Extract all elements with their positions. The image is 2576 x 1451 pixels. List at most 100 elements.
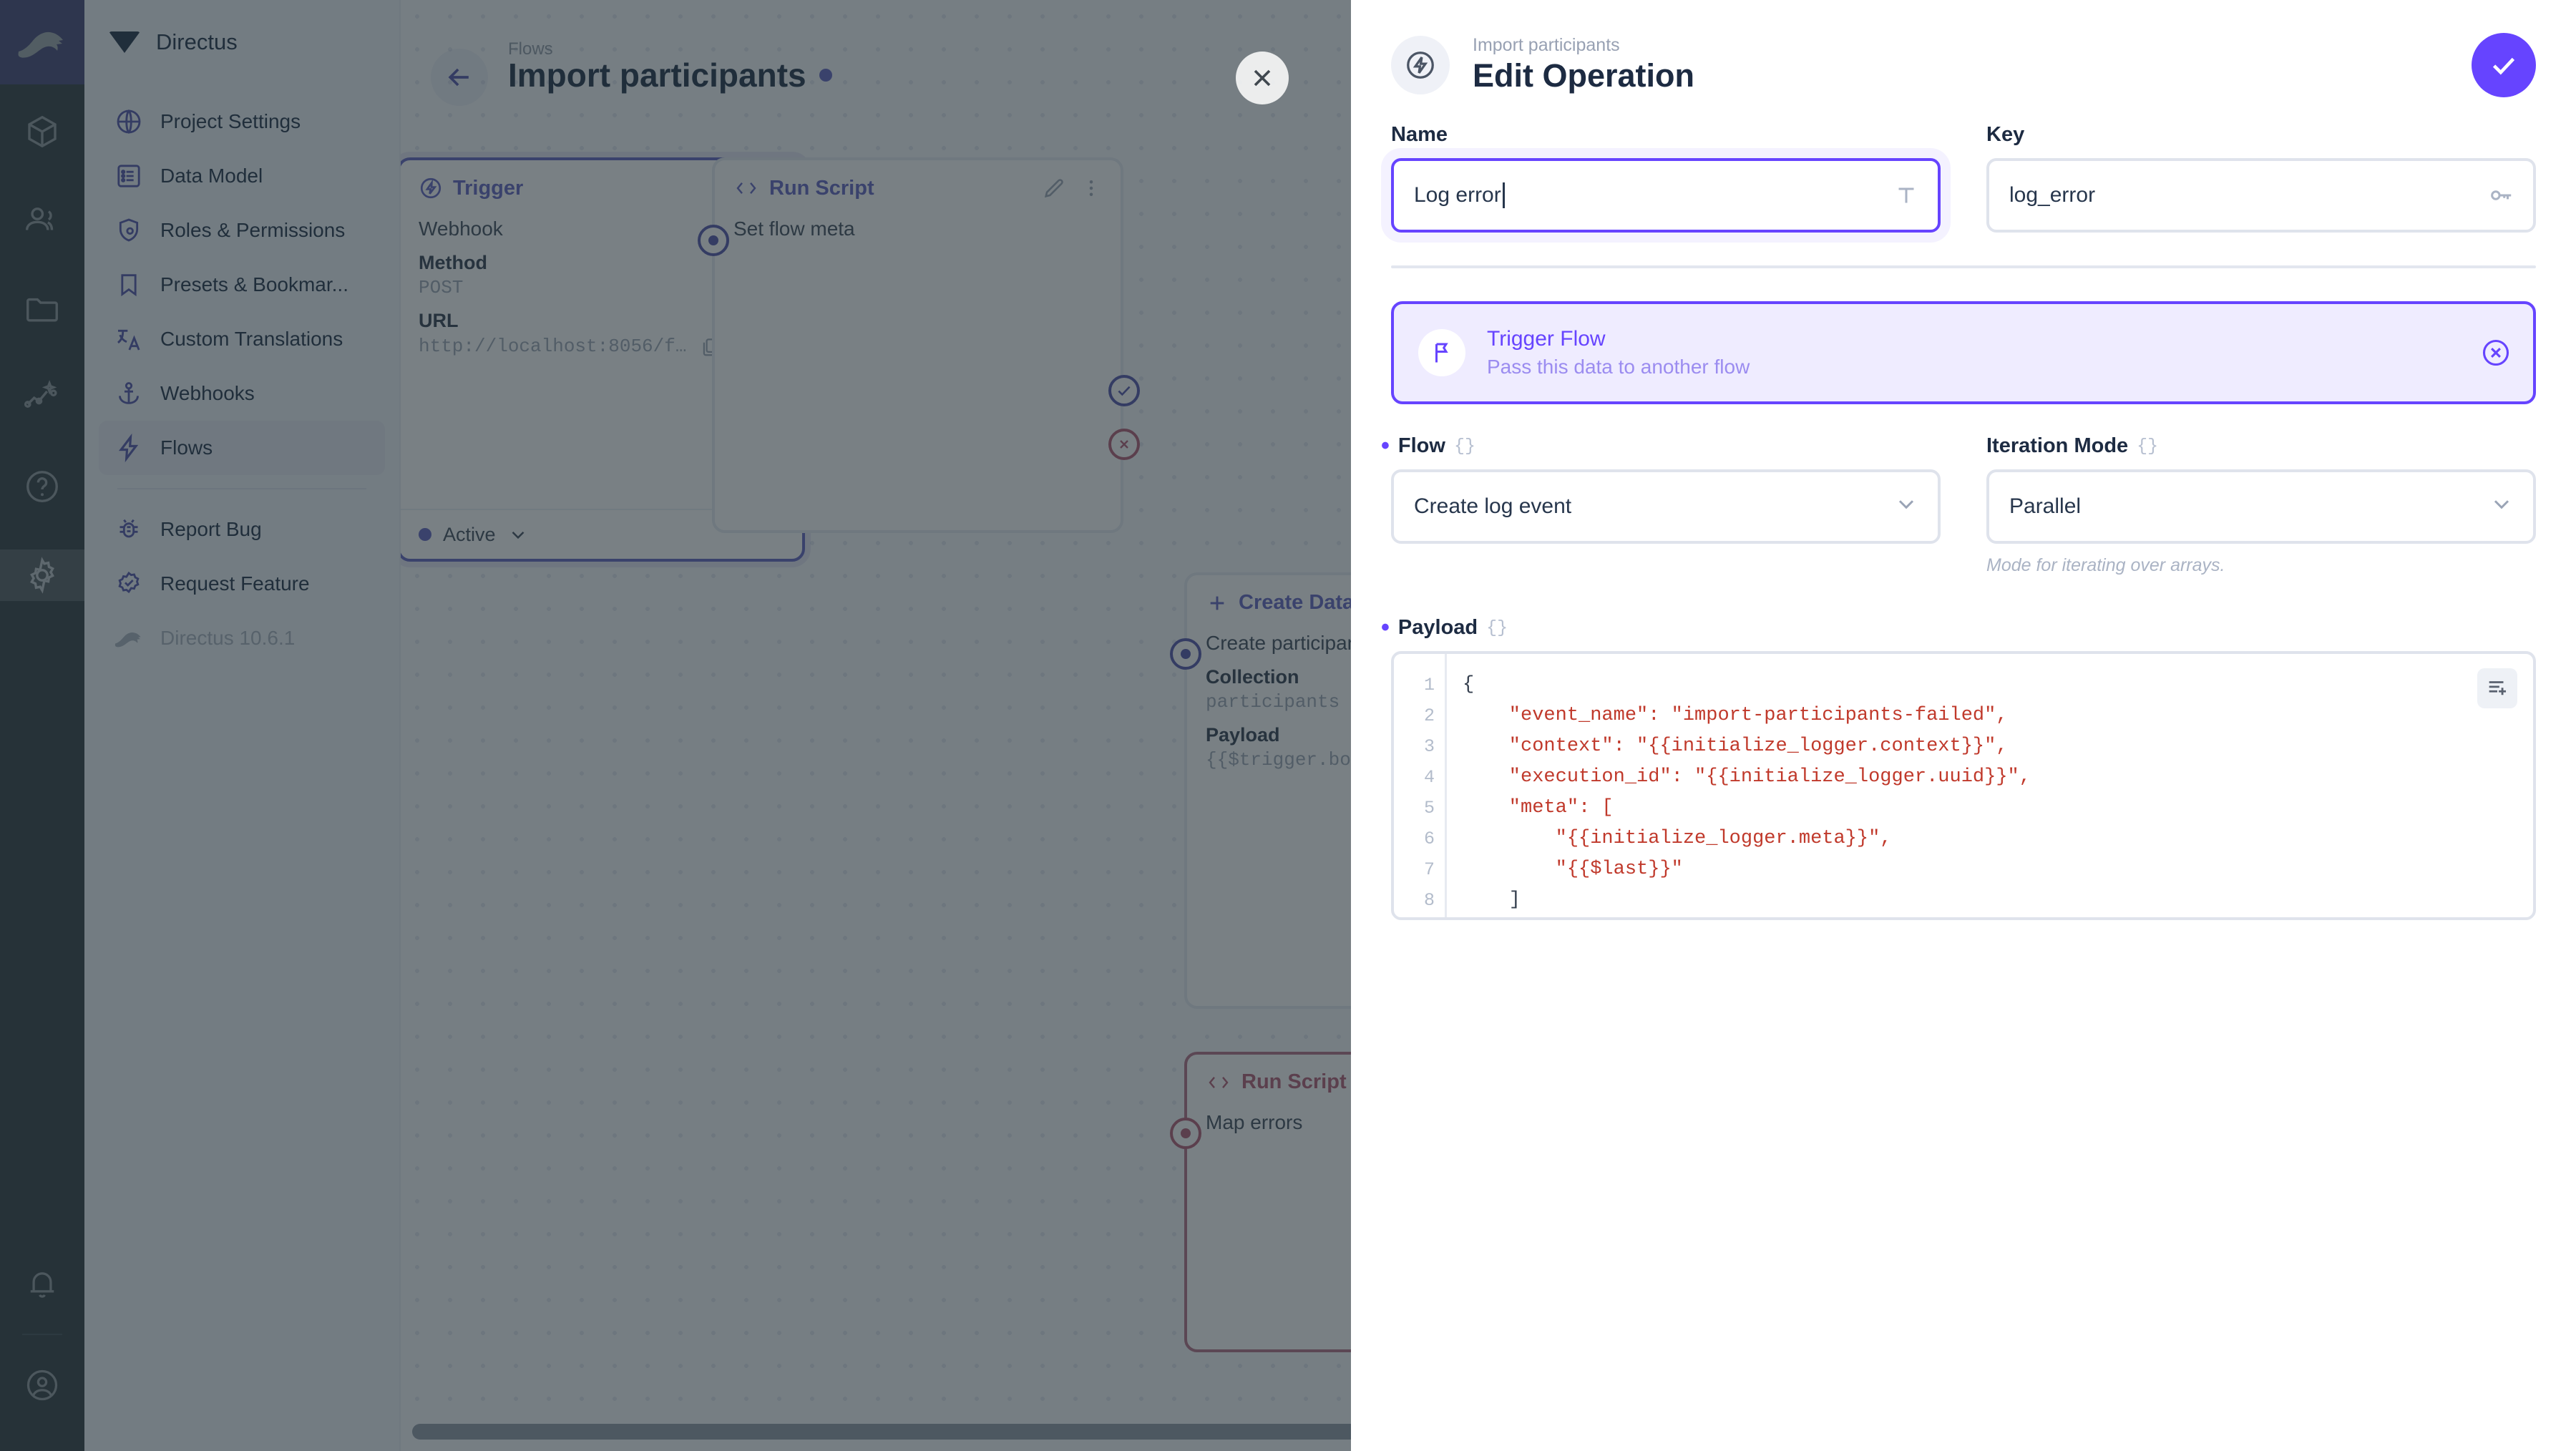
name-field-label: Name: [1391, 123, 1941, 147]
drawer-breadcrumb: Import participants: [1473, 34, 1620, 55]
badge-check-icon: [113, 568, 145, 600]
node-field-value: http://localhost:8056/f…: [419, 336, 687, 357]
iteration-mode-field-label: Iteration Mode {}: [1986, 434, 2536, 458]
edit-operation-drawer: Import participants Edit Operation Name …: [1351, 0, 2576, 1451]
node-input-port[interactable]: [1170, 1118, 1201, 1149]
name-input-value: Log error: [1414, 183, 1501, 207]
sidebar-item-roles-permissions[interactable]: Roles & Permissions: [99, 203, 385, 258]
node-type-label: Trigger: [419, 176, 523, 200]
node-input-port[interactable]: [698, 225, 729, 256]
node-type-label: Run Script: [733, 177, 874, 200]
flow-select-value: Create log event: [1414, 494, 1572, 518]
code-line: "context": "{{initialize_logger.context}…: [1463, 736, 2008, 757]
bolt-circle-icon: [1391, 36, 1450, 94]
sidebar-item-label: Report Bug: [160, 518, 262, 540]
code-line: {: [1463, 674, 1475, 695]
node-output-port-success[interactable]: [1108, 375, 1140, 406]
sidebar-item-label: Project Settings: [160, 110, 301, 132]
rail-item-file-library[interactable]: [0, 283, 84, 335]
required-marker: •: [1381, 614, 1390, 642]
sidebar-brand-label: Directus: [156, 29, 238, 54]
code-line: "meta": [: [1463, 797, 1614, 819]
status-label: Active: [443, 523, 496, 545]
iteration-mode-label-text: Iteration Mode: [1986, 434, 2129, 457]
code-brackets-icon: [1209, 1076, 1229, 1088]
rail-item-content[interactable]: [0, 106, 84, 157]
sidebar-item-webhooks[interactable]: Webhooks: [99, 366, 385, 421]
code-line: "{{$last}}": [1463, 859, 1683, 880]
code-text-area[interactable]: { "event_name": "import-participants-fai…: [1447, 654, 2533, 917]
node-run-script-set-flow-meta[interactable]: Run Script Set flow meta: [698, 157, 1140, 533]
node-subtitle: Set flow meta: [733, 218, 855, 240]
bolt-icon: [113, 432, 145, 464]
iteration-mode-select[interactable]: Parallel: [1986, 469, 2536, 544]
bolt-circle-icon: [420, 177, 441, 199]
rail-item-help[interactable]: [0, 461, 84, 512]
directus-wedge-logo: [109, 31, 140, 53]
sidebar-item-flows[interactable]: Flows: [99, 421, 385, 475]
text-caret: [1502, 182, 1505, 208]
rail-item-settings[interactable]: [0, 549, 84, 601]
flow-select[interactable]: Create log event: [1391, 469, 1941, 544]
node-type-text: Create Data: [1239, 591, 1355, 614]
code-line: }: [1463, 916, 2533, 917]
rail-bottom-group: [0, 1258, 84, 1451]
braces-icon: {}: [2137, 436, 2159, 456]
name-input[interactable]: Log error: [1391, 158, 1941, 233]
save-button[interactable]: [2472, 33, 2536, 97]
code-line-numbers: 1 2 3 4 5 6 7 8 9: [1394, 654, 1447, 917]
sidebar-item-label: Custom Translations: [160, 328, 343, 350]
sidebar-item-custom-translations[interactable]: Custom Translations: [99, 312, 385, 366]
payload-field-label: • Payload {}: [1381, 615, 2536, 640]
rail-divider: [22, 1334, 62, 1335]
sidebar-divider: [117, 488, 366, 489]
required-marker: •: [1381, 432, 1390, 460]
settings-sidebar: Directus Project Settings Data Model Rol…: [84, 0, 401, 1451]
code-line: "{{initialize_logger.meta}}",: [1463, 828, 1892, 849]
anchor-icon: [113, 378, 145, 409]
page-title: Edit Operation: [1473, 57, 1695, 94]
chevron-down-icon: [2489, 491, 2514, 522]
arrow-left-icon[interactable]: [431, 49, 488, 106]
sidebar-item-report-bug[interactable]: Report Bug: [99, 502, 385, 557]
plus-icon: [1210, 596, 1224, 610]
directus-rabbit-icon: [113, 622, 145, 654]
bell-icon[interactable]: [0, 1258, 84, 1309]
sidebar-item-project-settings[interactable]: Project Settings: [99, 94, 385, 149]
node-output-port-error[interactable]: [1108, 429, 1140, 460]
format-insert-lines-icon[interactable]: [2477, 668, 2517, 708]
directus-rabbit-logo[interactable]: [0, 0, 84, 84]
rail-item-user-directory[interactable]: [0, 195, 84, 246]
field-payload: • Payload {} 1 2 3 4 5 6 7: [1381, 615, 2536, 920]
close-drawer-button[interactable]: [1236, 52, 1289, 104]
account-circle-icon[interactable]: [0, 1359, 84, 1411]
banner-subtitle: Pass this data to another flow: [1487, 356, 1750, 378]
sidebar-item-label: Webhooks: [160, 382, 255, 404]
rail-item-insights[interactable]: [0, 372, 84, 424]
canvas-horizontal-scrollbar[interactable]: [412, 1424, 1364, 1440]
code-brackets-icon: [736, 182, 756, 194]
sidebar-item-presets-bookmarks[interactable]: Presets & Bookmar...: [99, 258, 385, 312]
field-key: Key log_error: [1986, 123, 2536, 233]
node-actions[interactable]: [1042, 176, 1102, 200]
pencil-icon: [1044, 179, 1063, 198]
payload-code-editor[interactable]: 1 2 3 4 5 6 7 8 9 { "event_nam: [1391, 651, 2536, 920]
bookmark-icon: [113, 269, 145, 301]
node-body: Set flow meta: [715, 200, 1121, 240]
iteration-mode-select-value: Parallel: [2009, 494, 2082, 518]
drawer-title-block: Import participants Edit Operation: [1473, 34, 2449, 96]
key-input[interactable]: log_error: [1986, 158, 2536, 233]
sidebar-item-request-feature[interactable]: Request Feature: [99, 557, 385, 611]
translate-icon: [113, 323, 145, 355]
node-input-port[interactable]: [1170, 638, 1201, 670]
operation-form: Name Log error Key log_error: [1351, 97, 2576, 233]
form-row-name-key: Name Log error Key log_error: [1391, 123, 2536, 233]
line-number: 2: [1423, 705, 1435, 726]
chevron-down-icon: [512, 531, 524, 539]
operation-type-banner[interactable]: Trigger Flow Pass this data to another f…: [1391, 301, 2536, 404]
node-type-label: Run Script: [1206, 1070, 1347, 1094]
close-circle-icon[interactable]: [2480, 337, 2512, 368]
flag-icon: [1418, 329, 1465, 376]
sidebar-item-data-model[interactable]: Data Model: [99, 149, 385, 203]
